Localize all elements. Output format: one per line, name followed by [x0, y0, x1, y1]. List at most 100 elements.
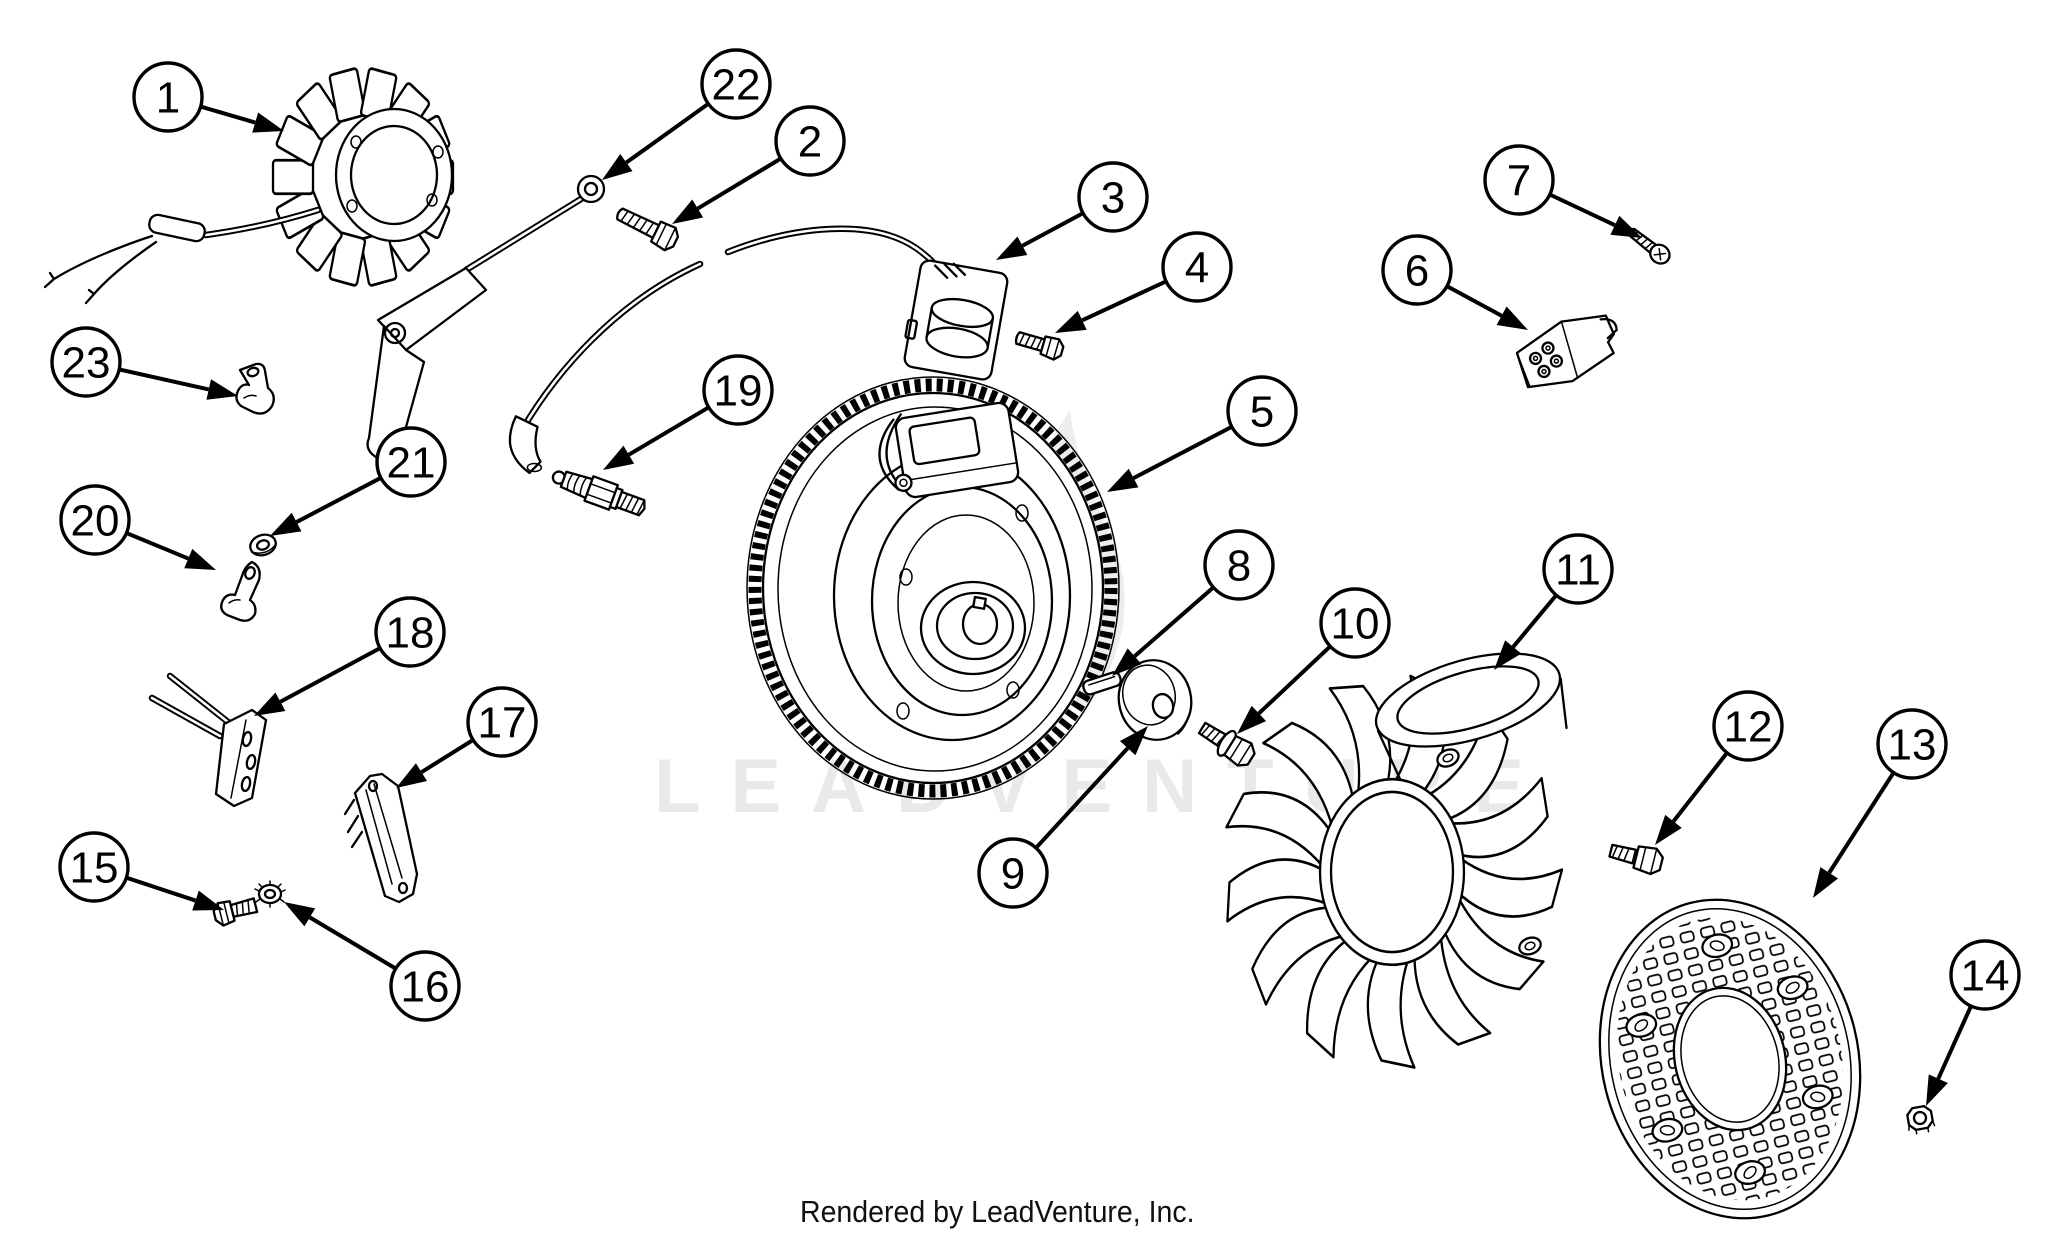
callout-arrow-line — [1445, 284, 1503, 318]
callout-number-23: 23 — [62, 338, 111, 387]
part-bolt-2 — [616, 207, 680, 252]
callout-14: 14 — [1926, 939, 2021, 1106]
part-nut-14 — [1906, 1104, 1936, 1135]
callout-circle-4[interactable] — [1161, 231, 1233, 303]
callout-1: 1 — [132, 61, 284, 133]
part-nut-21 — [249, 533, 278, 557]
callout-circle-16[interactable] — [389, 950, 461, 1022]
callout-number-17: 17 — [478, 698, 527, 747]
callout-arrow-line — [118, 367, 210, 392]
callout-arrow-line — [696, 156, 782, 211]
callout-arrow-line — [125, 531, 190, 561]
callout-number-7: 7 — [1507, 156, 1531, 205]
callout-16: 16 — [284, 902, 461, 1022]
callout-circle-17[interactable] — [466, 686, 538, 758]
callout-arrowhead — [192, 890, 224, 911]
callout-arrowhead — [602, 153, 633, 180]
callout-circle-15[interactable] — [58, 831, 130, 903]
callout-number-2: 2 — [798, 117, 822, 166]
callout-circle-12[interactable] — [1712, 690, 1784, 762]
part-grass-screen — [1598, 898, 1862, 1220]
callout-arrowhead — [1119, 726, 1148, 756]
part-bolt-10 — [1197, 721, 1256, 767]
part-ignition-coil — [903, 259, 1009, 381]
part-nut-16 — [254, 880, 286, 908]
callout-circle-8[interactable] — [1203, 529, 1275, 601]
callout-arrowhead — [184, 548, 216, 570]
callout-circle-11[interactable] — [1542, 533, 1614, 605]
part-bolt-4 — [1014, 331, 1065, 361]
callout-circle-19[interactable] — [702, 354, 774, 426]
callout-arrowhead — [1494, 640, 1522, 670]
callout-circle-13[interactable] — [1876, 708, 1948, 780]
callout-arrowhead — [206, 379, 238, 400]
callout-20: 20 — [59, 484, 216, 570]
callout-12: 12 — [1655, 690, 1784, 845]
callout-4: 4 — [1055, 231, 1233, 333]
callout-17: 17 — [396, 686, 538, 788]
callout-circle-7[interactable] — [1483, 144, 1555, 216]
part-bracket-18 — [148, 672, 268, 808]
part-screw-15 — [212, 897, 259, 927]
part-flywheel-key — [1082, 671, 1122, 696]
callout-number-1: 1 — [156, 73, 180, 122]
callout-18: 18 — [254, 596, 446, 716]
callout-circle-18[interactable] — [374, 596, 446, 668]
callout-number-12: 12 — [1724, 702, 1773, 751]
callout-circle-22[interactable] — [700, 48, 772, 120]
part-washer — [1117, 659, 1193, 741]
callout-number-3: 3 — [1101, 173, 1125, 222]
callout-arrow-line — [1936, 1005, 1973, 1080]
callout-number-18: 18 — [386, 608, 435, 657]
callout-arrowhead — [1926, 1074, 1948, 1106]
callout-number-9: 9 — [1001, 849, 1025, 898]
callout-arrow-line — [1257, 644, 1332, 715]
callout-arrow-line — [420, 738, 475, 774]
callout-arrowhead — [1610, 215, 1642, 238]
callout-number-4: 4 — [1185, 243, 1209, 292]
callout-number-11: 11 — [1555, 545, 1601, 594]
callout-arrowhead — [996, 236, 1028, 260]
callout-circle-5[interactable] — [1226, 375, 1298, 447]
callout-arrowhead — [270, 512, 302, 536]
callout-circle-3[interactable] — [1077, 161, 1149, 233]
callout-arrowhead — [1112, 648, 1142, 676]
callout-circle-10[interactable] — [1319, 587, 1391, 659]
callout-circle-6[interactable] — [1381, 234, 1453, 306]
callout-arrowhead — [1107, 468, 1139, 492]
callout-arrowhead — [1655, 814, 1682, 845]
part-connector — [1515, 314, 1618, 389]
callout-circle-14[interactable] — [1949, 939, 2021, 1011]
callout-arrowhead — [672, 199, 704, 224]
callout-number-22: 22 — [712, 60, 761, 109]
callout-circle-20[interactable] — [59, 484, 131, 556]
callout-circle-21[interactable] — [375, 426, 447, 498]
callout-number-8: 8 — [1227, 541, 1251, 590]
callout-15: 15 — [58, 831, 224, 911]
callout-arrowhead — [284, 902, 316, 927]
callout-arrowhead — [254, 692, 286, 716]
callout-arrowhead — [1813, 867, 1839, 898]
callout-arrow-line — [1511, 593, 1558, 649]
part-clamp-23 — [235, 362, 275, 415]
callout-circle-23[interactable] — [50, 326, 122, 398]
part-ring-terminal — [366, 174, 606, 465]
callout-number-21: 21 — [387, 438, 436, 487]
callout-circle-1[interactable] — [132, 61, 204, 133]
callout-circle-9[interactable] — [977, 837, 1049, 909]
footer-credit: Rendered by LeadVenture, Inc. — [800, 1195, 1195, 1229]
part-stator — [43, 66, 455, 305]
callout-arrow-line — [125, 875, 197, 903]
part-spark-plug — [551, 470, 646, 517]
callout-21: 21 — [270, 426, 447, 536]
part-clamp-20 — [220, 560, 261, 622]
callout-circle-2[interactable] — [774, 105, 846, 177]
part-flywheel — [746, 376, 1120, 800]
ignition-module — [878, 401, 1020, 499]
callout-arrow-line — [1827, 771, 1896, 874]
callout-19: 19 — [603, 354, 774, 470]
callout-arrow-line — [295, 476, 382, 524]
callout-arrow-line — [625, 102, 710, 165]
callout-number-5: 5 — [1250, 387, 1274, 436]
